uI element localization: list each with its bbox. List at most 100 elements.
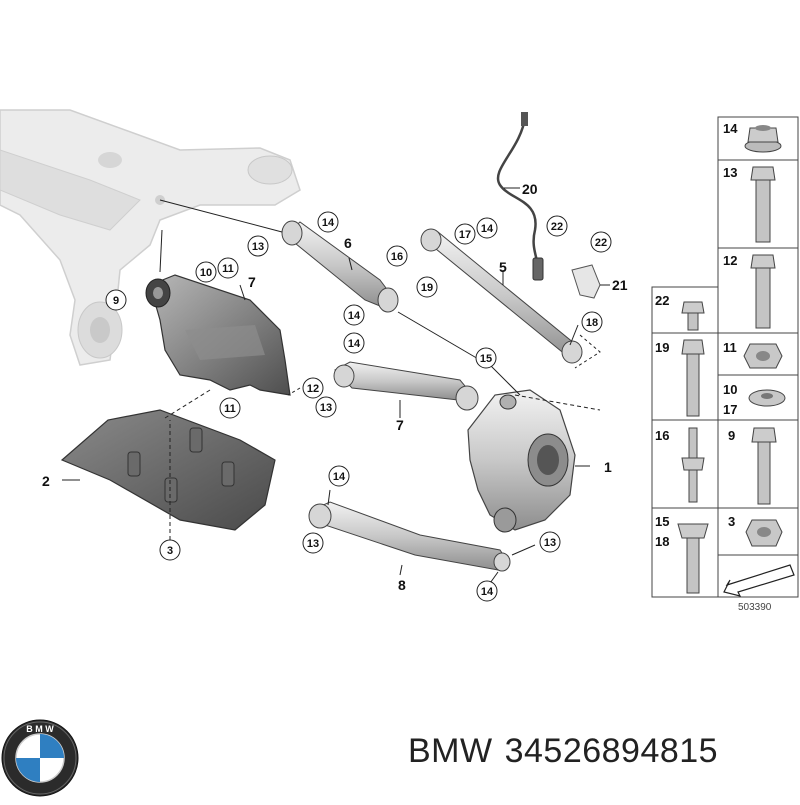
callout: 3 — [159, 539, 181, 561]
callout: 13 — [302, 532, 324, 554]
callout: 14 — [317, 211, 339, 233]
callout: 14 — [328, 465, 350, 487]
footer-part-title: BMW 34526894815 — [408, 732, 730, 771]
part-label-20: 20 — [522, 181, 538, 197]
callout: 17 — [454, 223, 476, 245]
hex-nut-icon — [743, 343, 783, 369]
grid-label-18: 18 — [655, 534, 669, 549]
small-bolt-icon — [681, 301, 705, 331]
part-number: 34526894815 — [504, 732, 719, 770]
callout: 12 — [302, 377, 324, 399]
svg-text:13: 13 — [544, 537, 556, 549]
grid-label-10: 10 — [723, 382, 737, 397]
callout: 11 — [219, 397, 241, 419]
grid-label-9: 9 — [728, 428, 735, 443]
svg-text:10: 10 — [200, 267, 212, 279]
callout: 19 — [416, 276, 438, 298]
callout: 14 — [476, 580, 498, 602]
svg-text:15: 15 — [480, 353, 492, 365]
svg-text:16: 16 — [391, 251, 403, 263]
callout: 13 — [539, 531, 561, 553]
svg-text:22: 22 — [595, 237, 607, 249]
svg-text:13: 13 — [320, 402, 332, 414]
svg-text:19: 19 — [421, 282, 433, 294]
bolt-icon — [750, 166, 776, 243]
svg-text:14: 14 — [333, 471, 346, 483]
flange-nut-icon — [744, 125, 782, 153]
callout: 11 — [217, 257, 239, 279]
callout: 10 — [195, 261, 217, 283]
hex-nut-icon — [745, 519, 783, 547]
callout: 22 — [546, 215, 568, 237]
grid-label-13: 13 — [723, 165, 737, 180]
bolt-icon — [681, 339, 705, 417]
callout: 22 — [590, 231, 612, 253]
svg-text:12: 12 — [307, 383, 319, 395]
underbody-shield-part-2 — [60, 409, 276, 531]
grid-label-11: 11 — [723, 340, 737, 355]
rear-subframe — [0, 109, 301, 366]
part-number-labels: 1 2 5 7 6 7 8 20 21 — [42, 181, 628, 593]
fastener-grid: 14 13 12 22 19 11 — [651, 116, 799, 598]
bmw-roundel-icon: B M W — [1, 719, 79, 797]
callout: 13 — [247, 235, 269, 257]
svg-text:3: 3 — [167, 545, 173, 557]
arrow-legend-icon — [723, 564, 795, 597]
callout: 9 — [105, 289, 127, 311]
part-label-7: 7 — [396, 417, 404, 433]
wheel-carrier-part-1 — [467, 389, 576, 533]
svg-text:14: 14 — [481, 223, 494, 235]
grid-label-15: 15 — [655, 514, 669, 529]
callout: 15 — [475, 347, 497, 369]
part-label-8: 8 — [398, 577, 406, 593]
svg-text:18: 18 — [586, 317, 598, 329]
control-arm-part-6 — [281, 220, 399, 313]
callout: 14 — [476, 217, 498, 239]
svg-text:14: 14 — [348, 338, 361, 350]
callout: 18 — [581, 311, 603, 333]
callout: 13 — [315, 396, 337, 418]
flange-bolt-icon — [677, 523, 709, 594]
sensor-cable-part-20 — [496, 112, 544, 281]
grid-label-17: 17 — [723, 402, 737, 417]
svg-text:14: 14 — [348, 310, 361, 322]
part-label-1: 1 — [604, 459, 612, 475]
bolt-icon — [751, 427, 777, 505]
svg-text:11: 11 — [222, 263, 234, 275]
grid-label-16: 16 — [655, 428, 669, 443]
grid-label-22: 22 — [655, 293, 669, 308]
part-label-6: 6 — [344, 235, 352, 251]
svg-text:B M W: B M W — [26, 724, 54, 734]
link-part-4 — [420, 228, 583, 364]
svg-text:22: 22 — [551, 221, 563, 233]
trailing-arm-part-5 — [145, 274, 291, 396]
part-label-5: 7 — [248, 274, 256, 290]
grid-label-12: 12 — [723, 253, 737, 268]
washer-icon — [748, 389, 786, 407]
svg-text:14: 14 — [322, 217, 335, 229]
svg-text:14: 14 — [481, 586, 494, 598]
grid-label-14: 14 — [723, 121, 738, 136]
svg-text:17: 17 — [459, 229, 471, 241]
circled-callouts: 13 14 10 11 9 16 17 14 19 14 22 22 18 14… — [105, 211, 612, 602]
callout: 14 — [343, 304, 365, 326]
svg-text:13: 13 — [252, 241, 264, 253]
bolt-icon — [750, 254, 776, 329]
control-arm-part-7 — [333, 361, 479, 411]
bracket-part-21 — [571, 264, 601, 299]
svg-text:13: 13 — [307, 538, 319, 550]
part-label-4: 5 — [499, 259, 507, 275]
stud-bolt-icon — [681, 427, 705, 503]
grid-label-19: 19 — [655, 340, 669, 355]
brand-name: BMW — [408, 732, 493, 770]
grid-label-3: 3 — [728, 514, 735, 529]
wishbone-part-8 — [308, 501, 511, 572]
part-label-21: 21 — [612, 277, 628, 293]
diagram-reference-code: 503390 — [738, 602, 772, 613]
part-label-2: 2 — [42, 473, 50, 489]
svg-text:9: 9 — [113, 295, 119, 307]
callout: 16 — [386, 245, 408, 267]
callout: 14 — [343, 332, 365, 354]
svg-text:11: 11 — [224, 403, 236, 415]
